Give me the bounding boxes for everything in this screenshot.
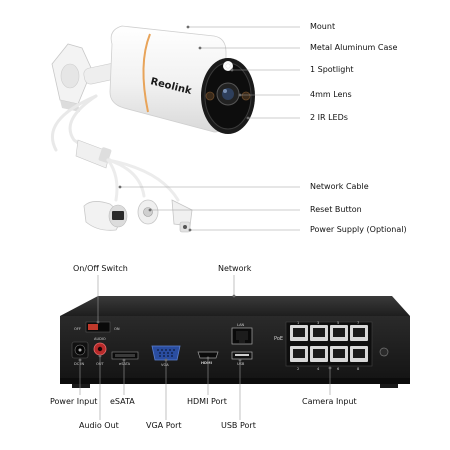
panel-port-5: 5 <box>337 321 339 325</box>
panel-port-1: 1 <box>297 321 299 325</box>
label-power-supply: Power Supply (Optional) <box>310 225 407 234</box>
label-usb-port: USB Port <box>221 421 256 430</box>
panel-vga: VGA <box>161 363 169 367</box>
camera-leader-dots <box>118 25 250 232</box>
lan-port <box>231 327 253 345</box>
camera-face <box>201 58 255 134</box>
panel-port-7: 7 <box>357 321 359 325</box>
poe-port-block <box>285 321 373 367</box>
hdmi-port <box>197 351 219 359</box>
ir-led-icon <box>241 91 251 101</box>
esata-port <box>111 351 139 360</box>
nvr-illustration: OFF ON DC IN AUDIO OUT eSATA VGA HDMI LA… <box>60 296 410 388</box>
nvr-leader-dots <box>78 294 332 370</box>
panel-port-3: 3 <box>317 321 319 325</box>
panel-port-6: 6 <box>337 367 340 371</box>
label-hdmi-port: HDMI Port <box>187 397 227 406</box>
label-mount: Mount <box>310 22 336 31</box>
label-lens: 4mm Lens <box>310 90 352 99</box>
label-reset-button: Reset Button <box>310 205 362 214</box>
label-camera-input: Camera Input <box>302 397 357 406</box>
reset-connector <box>137 199 159 225</box>
panel-lan: LAN <box>237 323 245 327</box>
panel-on: ON <box>114 327 120 331</box>
power-connector <box>171 199 193 233</box>
panel-port-4: 4 <box>317 367 320 371</box>
panel-port-2: 2 <box>297 367 299 371</box>
power-switch <box>85 321 111 333</box>
panel-usb: USB <box>237 362 245 366</box>
vga-port <box>151 345 181 361</box>
nvr-top <box>60 296 410 316</box>
label-network: Network <box>218 264 252 273</box>
usb-port <box>231 351 253 360</box>
camera-illustration: Reolink <box>50 25 255 233</box>
label-vga-port: VGA Port <box>146 421 182 430</box>
cable-splitter <box>75 139 112 169</box>
label-network-cable: Network Cable <box>310 182 369 191</box>
panel-audio: AUDIO <box>94 337 106 341</box>
panel-off: OFF <box>74 327 81 331</box>
dc-in-port <box>71 341 89 359</box>
camera-mount <box>51 43 119 112</box>
panel-poe: PoE <box>274 336 283 342</box>
camera-cables-lower <box>106 158 180 202</box>
label-audio-out: Audio Out <box>79 421 119 430</box>
camera-leader-lines <box>120 26 300 231</box>
panel-port-8: 8 <box>357 367 360 371</box>
label-ir-leds: 2 IR LEDs <box>310 113 348 122</box>
panel-dcin: DC IN <box>74 362 84 366</box>
label-on-off-switch: On/Off Switch <box>73 264 128 273</box>
label-spotlight: 1 Spotlight <box>310 65 354 74</box>
label-power-input: Power Input <box>50 397 98 406</box>
network-connector <box>83 201 128 231</box>
label-case: Metal Aluminum Case <box>310 43 398 52</box>
label-esata: eSATA <box>110 397 135 406</box>
audio-out-port <box>93 342 107 356</box>
panel-hdmi: HDMI <box>201 361 212 365</box>
panel-esata: eSATA <box>119 362 131 366</box>
ir-led-icon <box>205 91 215 101</box>
nvr-leader-lines <box>79 275 331 420</box>
ground-screw <box>379 347 389 357</box>
